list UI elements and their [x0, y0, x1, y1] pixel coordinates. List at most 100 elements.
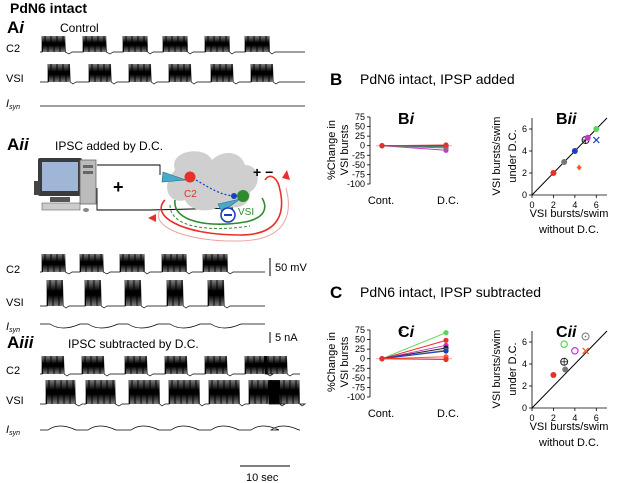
- panel-Aii-title: IPSC added by D.C.: [55, 139, 163, 153]
- panel-label-B: B: [330, 70, 342, 89]
- y-tick-label: 6: [522, 337, 527, 347]
- y-tick-label: 75: [355, 112, 365, 122]
- y-axis-label: %Change inVSI bursts: [326, 332, 351, 392]
- electrophysiology-traces: [40, 35, 307, 431]
- y-tick-label: 6: [522, 124, 527, 134]
- y-tick-label: -50: [352, 373, 365, 383]
- panel-C-title: PdN6 intact, IPSP subtracted: [360, 284, 541, 300]
- schematic-c2-label: C2: [184, 189, 197, 200]
- data-point: [561, 159, 568, 165]
- computer-icon: [34, 158, 97, 212]
- panel-letter: B: [556, 111, 568, 128]
- significance-annotation: *: [398, 326, 403, 341]
- y-axis-label: %Change inVSI bursts: [326, 120, 351, 180]
- panel-Aiii-title: IPSC subtracted by D.C.: [68, 337, 199, 351]
- point-x-stroke: [582, 347, 589, 355]
- x-axis-label-line2: without D.C.: [538, 224, 599, 236]
- data-point: [550, 170, 557, 176]
- main-title: PdN6 intact: [10, 0, 87, 16]
- x-category-label: D.C.: [437, 408, 459, 420]
- x-category-label: D.C.: [437, 195, 459, 207]
- data-point: [560, 340, 568, 349]
- x-category-label: Cont.: [368, 408, 394, 420]
- y-axis-label-line1: %Change in: [326, 332, 338, 392]
- trace-label-isyn: Isyn: [6, 424, 20, 437]
- y-tick-label: 2: [522, 381, 527, 391]
- trace-label-vsi: VSI: [6, 73, 24, 85]
- trace-label-c2: C2: [6, 43, 20, 55]
- data-point: [443, 356, 449, 363]
- y-tick-label: 25: [355, 344, 365, 354]
- data-point: [560, 357, 569, 366]
- voltage-scale-label: 50 mV: [275, 262, 307, 274]
- data-point: [550, 372, 557, 378]
- y-tick-label: -75: [352, 382, 365, 392]
- panel-label-Aiii: Aiii: [7, 333, 35, 352]
- x-category-label: Cont.: [368, 195, 394, 207]
- x-tick-label: 2: [551, 200, 556, 210]
- trace-label-isyn: Isyn: [6, 98, 20, 111]
- y-tick-label: -100: [347, 179, 365, 189]
- series-line: [381, 145, 447, 149]
- trace-label-c2: C2: [6, 264, 20, 276]
- panel-roman: i: [19, 18, 25, 37]
- data-point: [443, 330, 449, 336]
- y-tick-label: -25: [352, 150, 365, 160]
- panel-roman: iii: [19, 333, 34, 352]
- panel-roman: ii: [568, 324, 577, 341]
- x-tick-label: 4: [572, 413, 577, 423]
- y-tick-label: 50: [355, 122, 365, 132]
- y-tick-label: -75: [352, 169, 365, 179]
- x-tick-label: 2: [551, 413, 556, 423]
- trace-label-isyn: Isyn: [6, 321, 20, 334]
- panel-letter: A: [7, 18, 19, 37]
- panel-roman: ii: [568, 111, 577, 128]
- y-tick-label: 0: [360, 141, 365, 151]
- data-point: [562, 366, 569, 373]
- y-axis-label-line1: VSI bursts/swim: [491, 117, 503, 196]
- data-point: [584, 134, 591, 141]
- x-axis-label-line1: VSI bursts/swim: [530, 208, 609, 220]
- x-tick-label: 6: [594, 413, 599, 423]
- plus-minus-sign: + −: [253, 164, 273, 180]
- y-tick-label: 4: [522, 359, 527, 369]
- panel-B-title: PdN6 intact, IPSP added: [360, 71, 515, 87]
- c2-trace-control: [40, 35, 305, 55]
- y-tick-label: 0: [360, 354, 365, 364]
- time-scale-label: 10 sec: [246, 472, 279, 483]
- y-tick-label: 2: [522, 168, 527, 178]
- y-tick-label: -25: [352, 363, 365, 373]
- c2-trace-added: [40, 253, 265, 275]
- trace-label-c2: C2: [6, 365, 20, 377]
- electrode-c2-icon: [161, 171, 187, 183]
- panel-label-Ci: Ci: [398, 324, 415, 341]
- panel-label-Aii: Aii: [7, 135, 30, 154]
- trace-label-vsi: VSI: [6, 297, 24, 309]
- y-axis-label-line2: VSI bursts: [339, 124, 351, 175]
- data-point: [571, 346, 579, 355]
- series-line: [381, 358, 447, 360]
- x-tick-label: 0: [529, 200, 534, 210]
- y-tick-label: 4: [522, 146, 527, 156]
- data-point: [443, 142, 449, 148]
- x-tick-label: 4: [572, 200, 577, 210]
- data-point: [576, 164, 582, 171]
- y-axis-label-line2: VSI bursts: [339, 336, 351, 387]
- y-tick-label: -100: [347, 392, 365, 402]
- x-axis-label-line1: VSI bursts/swim: [530, 421, 609, 433]
- c2-cell-soma: [184, 171, 196, 183]
- data-point: [592, 136, 600, 144]
- data-point: [581, 332, 590, 341]
- y-tick-label: 50: [355, 335, 365, 345]
- point-dot: [584, 335, 587, 338]
- data-point: [443, 348, 449, 354]
- panel-letter: C: [556, 324, 568, 341]
- y-tick-label: 75: [355, 325, 365, 335]
- x-axis-label-line2: without D.C.: [538, 437, 599, 449]
- trace-label-vsi: VSI: [6, 395, 24, 407]
- panel-label-Cii: Cii: [556, 324, 577, 341]
